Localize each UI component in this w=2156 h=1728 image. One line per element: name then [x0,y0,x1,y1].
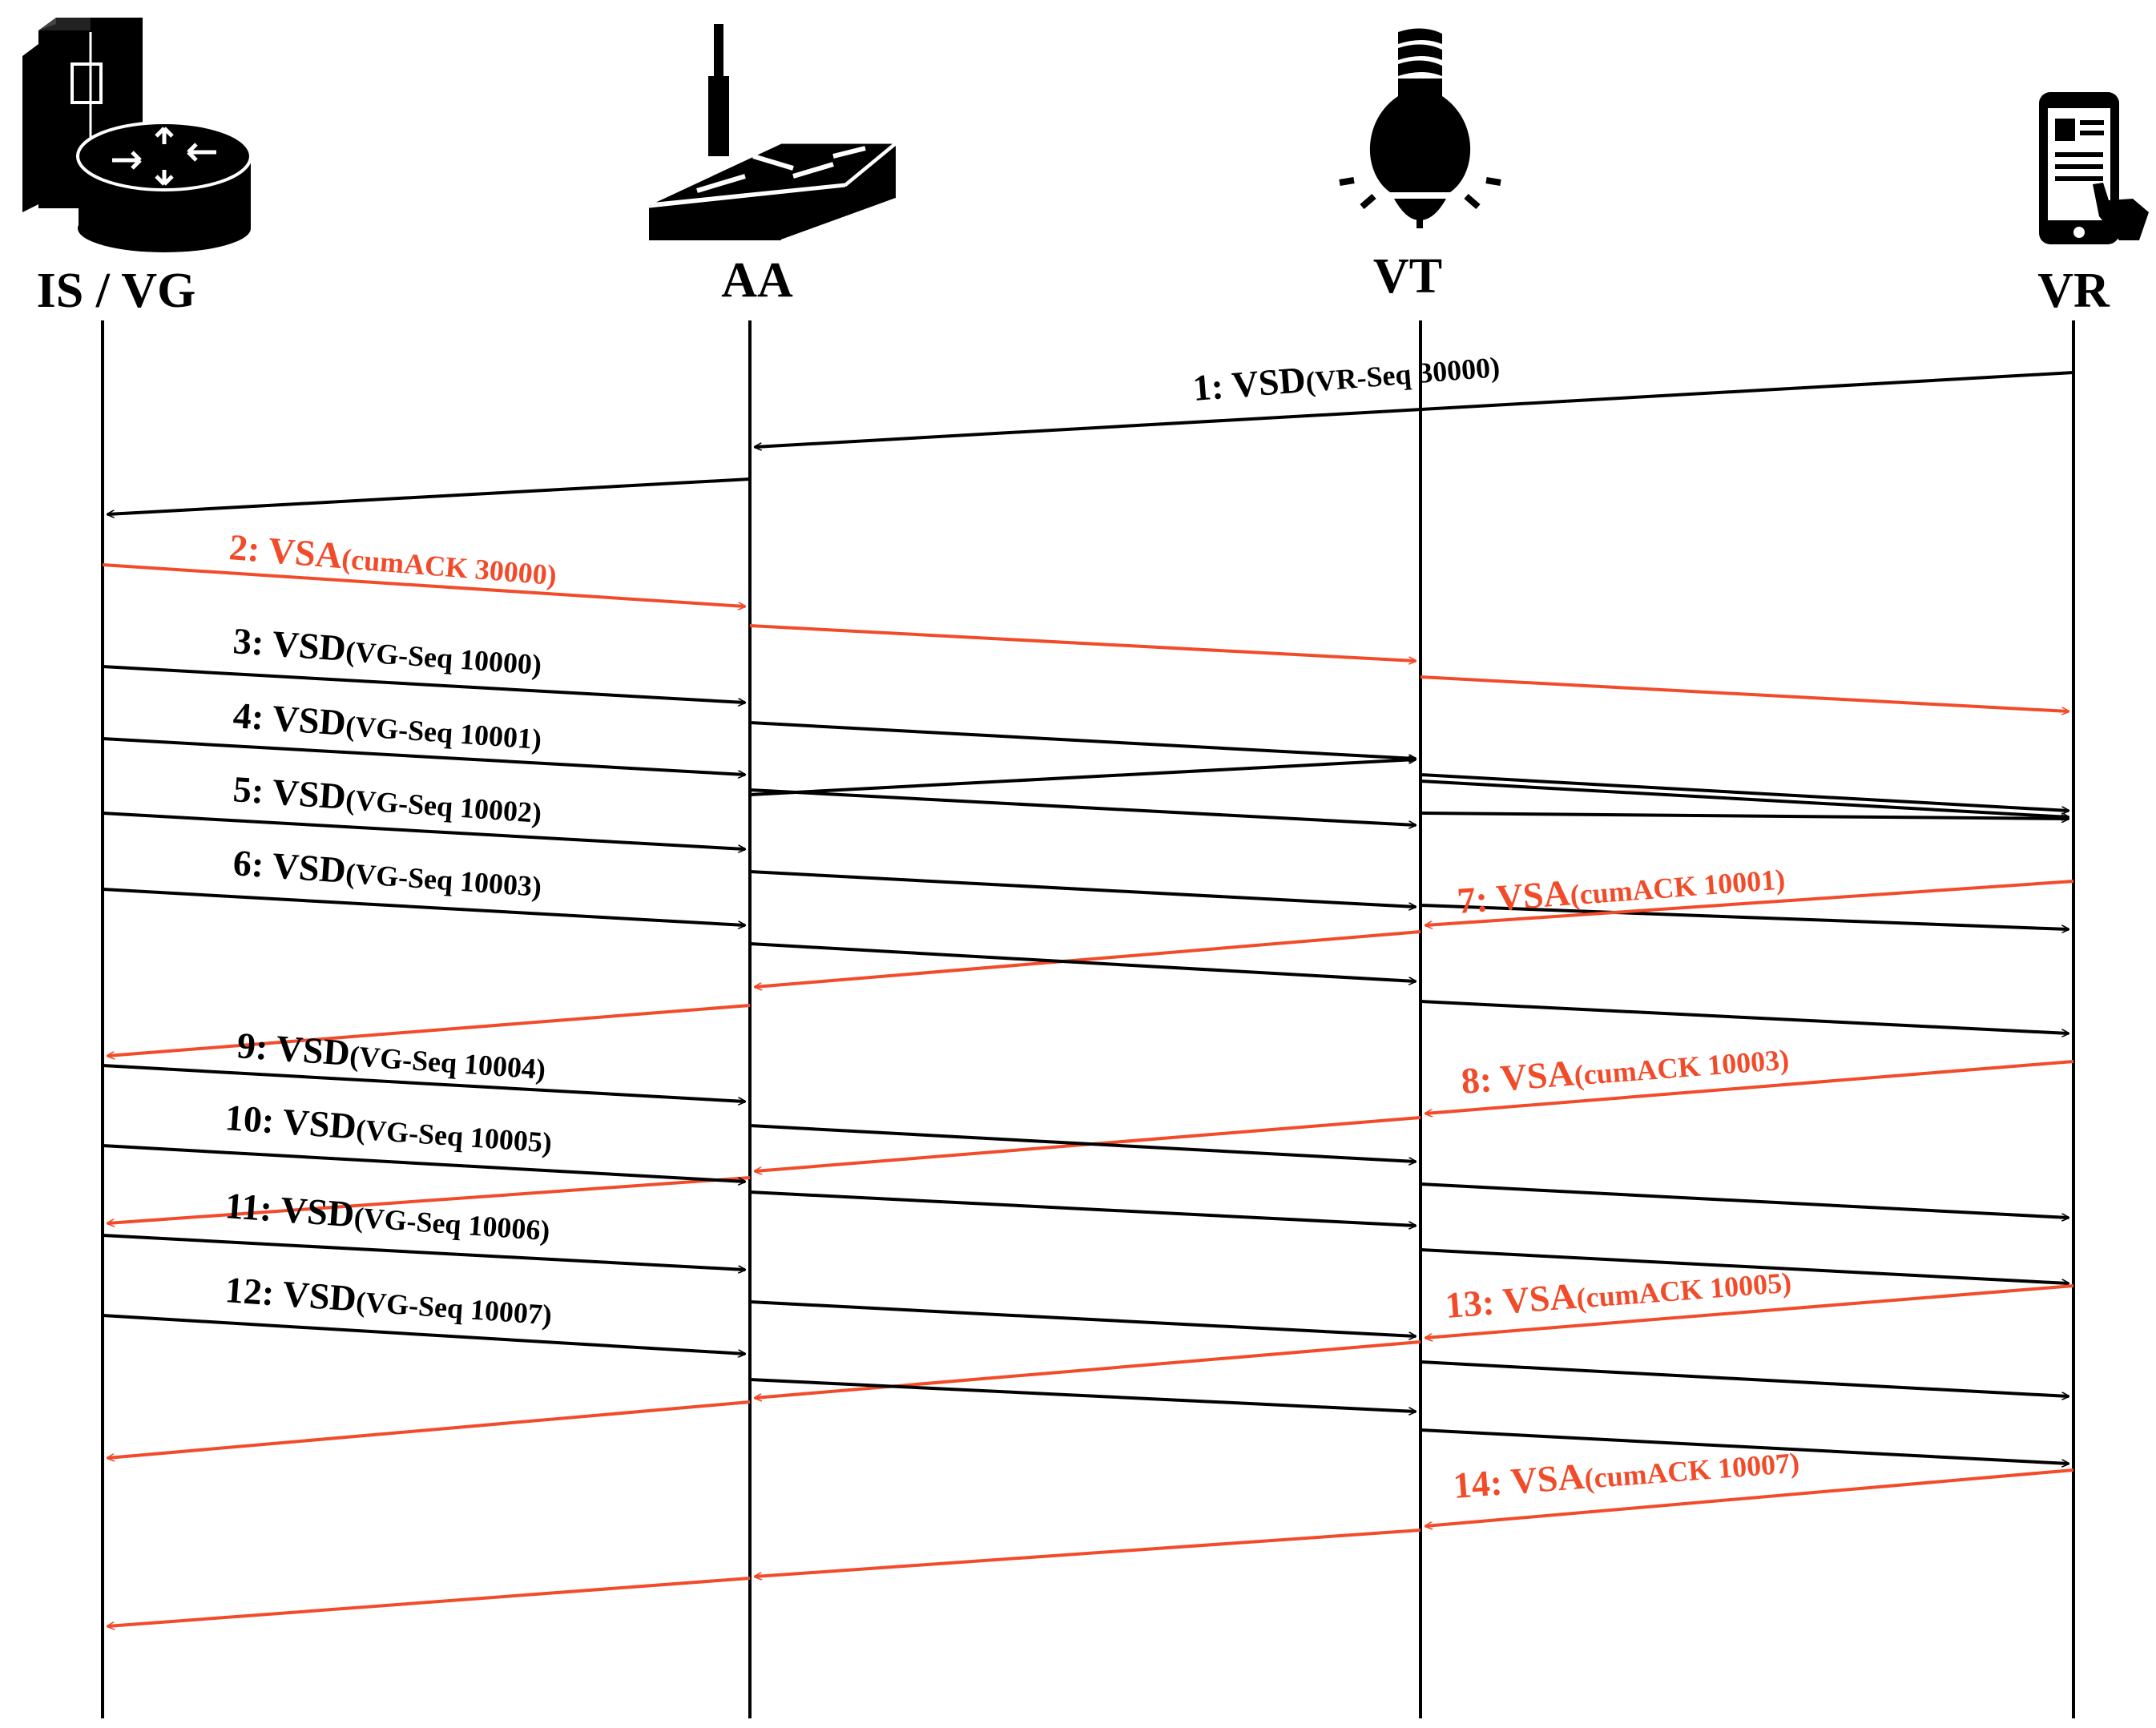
message-detail: (VG-Seq 10005) [355,1114,553,1159]
message-arrow-5-hop-3 [1420,812,2069,819]
message-label: 13: VSA(cumACK 10005) [1444,1259,1793,1326]
message-detail: (VG-Seq 10002) [345,783,542,829]
message-label: 5: VSD(VG-Seq 10002) [232,768,543,831]
message-arrow-10-hop-3 [1420,1182,2069,1218]
smartphone-icon [2039,92,2149,244]
message-name: 8: VSA [1460,1053,1575,1102]
light-bulb-icon [1339,28,1501,228]
message-labels: 1: VSD(VR-Seq 30000) 2: VSA(cumACK 30000)… [224,344,1801,1506]
message-detail: (cumACK 10003) [1573,1043,1790,1091]
entity-label-vt: VT [1373,249,1442,304]
message-arrow-4-hop-3 [1420,779,2069,817]
message-arrow-2-hop-3 [1420,675,2069,711]
access-point-icon [648,24,900,241]
message-name: 1: VSD [1191,359,1308,409]
entity-label-isvg: IS / VG [37,264,196,318]
message-name: 2: VSA [228,526,344,576]
message-arrow-11-hop-2 [749,1190,1416,1226]
message-arrow-3-hop-1 [102,665,745,703]
message-arrow-9-hop-3 [107,1176,751,1223]
message-name: 7: VSA [1456,872,1571,921]
message-arrow-extra-2 [1420,1428,2069,1464]
message-name: 6: VSD [232,842,347,891]
entity-label-vr: VR [2037,264,2110,318]
message-arrows [102,371,2074,1626]
message-arrow-3-hop-3 [1420,773,2069,811]
message-detail: (VG-Seq 10006) [353,1201,551,1247]
message-arrow-6-hop-3 [1420,904,2069,929]
message-arrow-8-hop-3 [1420,1000,2069,1033]
message-name: 13: VSA [1444,1275,1578,1326]
message-arrow-6-hop-2 [749,870,1416,907]
message-arrow-13-hop-3 [1420,1360,2069,1396]
message-arrow-12-hop-2 [755,1340,1421,1398]
message-label: 14: VSA(cumACK 10007) [1452,1440,1801,1506]
message-name: 5: VSD [232,768,347,817]
message-detail: (VG-Seq 10007) [355,1286,553,1331]
message-arrow-4-hop-2 [749,759,1416,796]
message-arrow-14-hop-1 [1425,1468,2074,1526]
message-arrow-8-hop-1 [102,1064,745,1102]
message-arrow-14-hop-3 [107,1577,751,1626]
message-detail: (VG-Seq 10003) [345,857,542,903]
message-arrow-4-hop-1 [102,737,745,775]
message-name: 3: VSD [232,620,347,669]
message-arrow-7-hop-1 [1425,880,2074,925]
message-detail: (VG-Seq 10004) [349,1040,546,1086]
message-name: 9: VSD [236,1025,351,1073]
message-label: 12: VSD(VG-Seq 10007) [224,1269,554,1332]
message-label: 6: VSD(VG-Seq 10003) [232,842,543,904]
message-label: 10: VSD(VG-Seq 10005) [224,1097,554,1160]
message-detail: (VG-Seq 10001) [345,710,542,755]
message-arrow-1-hop-2 [107,477,751,514]
message-arrow-5-hop-1 [102,812,745,849]
message-arrow-12-hop-3 [107,1400,751,1458]
message-name: 11: VSD [224,1185,356,1235]
message-detail: (VG-Seq 10000) [345,635,542,681]
message-name: 14: VSA [1452,1456,1586,1506]
entity-label-aa: AA [721,253,793,308]
message-detail: (cumACK 30000) [341,542,558,591]
message-arrow-11-hop-3 [1420,1248,2069,1283]
message-label: 8: VSA(cumACK 10003) [1460,1036,1791,1102]
message-detail: (cumACK 10005) [1575,1267,1792,1315]
message-label: 3: VSD(VG-Seq 10000) [232,620,543,683]
message-name: 4: VSD [232,695,347,743]
message-arrow-7-hop-2 [755,930,1421,987]
message-arrow-14-hop-2 [755,1529,1421,1577]
message-arrow-11-hop-1 [102,1234,745,1270]
message-arrow-5-hop-2 [749,788,1416,825]
message-arrow-9-hop-1 [1425,1060,2074,1114]
message-arrow-7-hop-3 [107,1004,751,1056]
message-detail: (cumACK 10007) [1583,1447,1800,1495]
message-arrow-2-hop-1 [102,563,745,606]
message-name: 10: VSD [224,1097,357,1146]
message-arrow-13-hop-2 [749,1300,1416,1336]
message-arrow-1-hop-1 [755,371,2074,447]
message-detail: (VR-Seq 30000) [1304,351,1501,398]
message-label: 7: VSA(cumACK 10001) [1456,856,1787,921]
message-arrow-2-hop-2 [749,624,1416,661]
message-arrow-12-hop-1 [1425,1284,2074,1338]
message-arrow-3-hop-2 [749,721,1416,759]
message-arrow-extra-1 [749,1378,1416,1412]
message-arrow-6-hop-1 [102,888,745,925]
message-arrow-10-hop-1 [102,1144,745,1182]
server-router-icon [22,18,252,252]
message-arrow-13-hop-1 [102,1314,745,1354]
message-label: 1: VSD(VR-Seq 30000) [1191,344,1501,409]
message-arrow-10-hop-2 [749,1124,1416,1162]
message-arrow-8-hop-2 [749,942,1416,981]
message-name: 12: VSD [224,1269,357,1319]
